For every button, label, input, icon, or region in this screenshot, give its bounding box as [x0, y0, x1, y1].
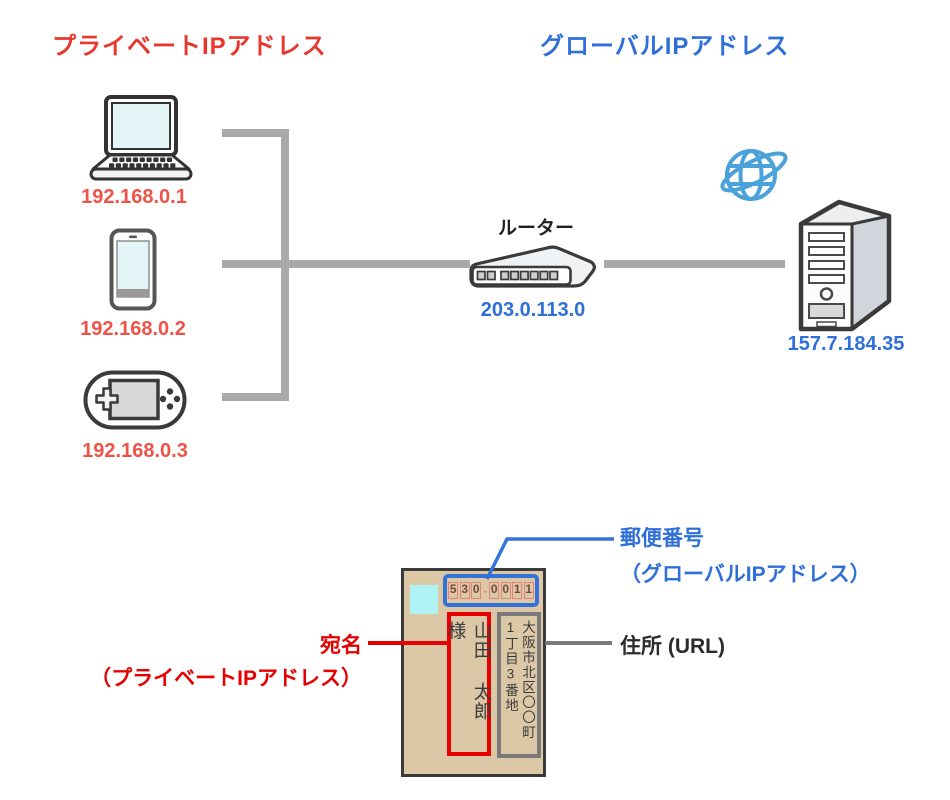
addressee-name: 山田 太郎 様	[446, 621, 493, 721]
lan-line-console	[222, 393, 289, 401]
router-ip-label: 203.0.113.0	[480, 299, 586, 321]
console-ip-label: 192.168.0.3	[82, 440, 188, 462]
router-icon	[469, 245, 596, 288]
postal-code-hyphen: -	[483, 583, 488, 598]
address-column-2: 1丁目3番地	[503, 620, 518, 713]
postal-code-digit: 1	[523, 582, 534, 599]
postal-callout-line1: 郵便番号	[620, 527, 704, 550]
game-console-icon	[83, 370, 187, 430]
address-box: 大阪市北区〇〇町 1丁目3番地	[497, 612, 541, 758]
postal-code-digit: 0	[471, 582, 482, 599]
smartphone-icon	[109, 228, 157, 311]
addressee-callout-line2: （プライベートIPアドレス）	[90, 667, 362, 690]
server-ip-label: 157.7.184.35	[787, 333, 905, 355]
address-text: 大阪市北区〇〇町 1丁目3番地	[502, 616, 536, 754]
addressee-callout-line1: 宛名	[320, 634, 362, 657]
wan-line-router-to-server	[604, 260, 785, 268]
postal-callout-line2: （グローバルIPアドレス）	[620, 563, 871, 586]
smartphone-ip-label: 192.168.0.2	[80, 318, 186, 340]
addressee-callout-line	[368, 641, 448, 645]
global-ip-title: グローバルIPアドレス	[540, 33, 790, 60]
address-callout-line	[545, 641, 612, 645]
postal-code-digit: 0	[500, 582, 511, 599]
laptop-icon	[89, 95, 193, 181]
postal-callout-line	[485, 537, 614, 580]
addressee-callout-label: 宛名 （プライベートIPアドレス）	[40, 629, 362, 695]
postal-code-digit: 0	[489, 582, 500, 599]
address-callout-label: 住所 (URL)	[620, 635, 725, 658]
lan-line-laptop	[222, 129, 289, 137]
address-column-1: 大阪市北区〇〇町	[520, 620, 535, 740]
postal-code-digit: 3	[459, 582, 470, 599]
laptop-ip-label: 192.168.0.1	[81, 186, 187, 208]
lan-line-to-router	[222, 260, 470, 268]
postal-code-digit: 1	[512, 582, 523, 599]
router-label: ルーター	[497, 218, 574, 239]
globe-icon	[720, 149, 788, 201]
postal-code-digit: 5	[448, 582, 459, 599]
postal-callout-label: 郵便番号 （グローバルIPアドレス）	[620, 521, 871, 593]
addressee-box: 山田 太郎 様	[446, 612, 493, 756]
private-ip-title: プライベートIPアドレス	[52, 33, 327, 60]
server-icon	[798, 199, 892, 332]
stamp-square	[410, 585, 438, 614]
